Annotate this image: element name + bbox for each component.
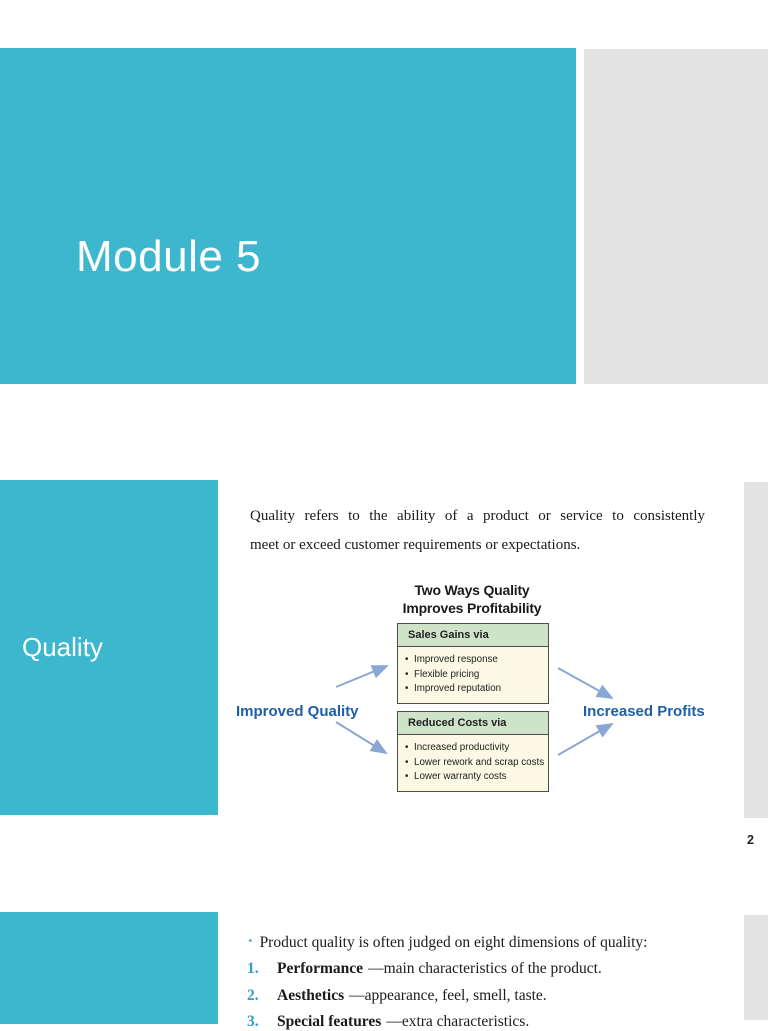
sales-gains-box: Sales Gains via • Improved response • Flex… — [397, 623, 549, 704]
list-item: • Increased productivity — [405, 741, 545, 756]
bullet-icon: • — [405, 742, 409, 753]
bullet-icon: • — [405, 668, 409, 680]
arrow-costs-to-profits — [557, 723, 614, 756]
item-description: —extra characteristics. — [386, 1013, 530, 1030]
increased-profits-label: Increased Profits — [583, 703, 705, 720]
diagram-title-line1: Two Ways Quality — [414, 582, 530, 598]
item-number: 2. — [247, 987, 259, 1004]
slide2-sidebar-title: Quality — [22, 632, 103, 662]
paragraph-line-2: meet or exceed customer requirements or … — [250, 537, 581, 553]
slide1-title: Module 5 — [76, 232, 262, 281]
dimension-item: 2. Aesthetics—appearance, feel, smell, ta… — [247, 987, 727, 1005]
dimension-item: 3. Special features—extra characteristics… — [247, 1013, 727, 1031]
bullet-text: Increased productivity — [414, 742, 510, 753]
bullet-text: Lower warranty costs — [414, 771, 507, 782]
list-item: • Lower rework and scrap costs — [405, 756, 545, 771]
bullet-text: Improved reputation — [414, 683, 502, 694]
bullet-text: Lower rework and scrap costs — [414, 756, 545, 768]
slide2-side-strip — [744, 482, 768, 818]
paragraph-line-1: Quality refers to the ability of a produ… — [250, 508, 705, 524]
arrow-quality-to-sales — [335, 665, 389, 688]
bullet-icon: • — [405, 756, 409, 768]
list-item: • Lower warranty costs — [405, 770, 545, 785]
reduced-costs-body: • Increased productivity • Lower rework an… — [398, 735, 548, 791]
improved-quality-label: Improved Quality — [236, 703, 359, 720]
item-description: —appearance, feel, smell, taste. — [349, 987, 547, 1004]
dimension-item: 1. Performance—main characteristics of th… — [247, 960, 727, 978]
bullet-text: Flexible pricing — [414, 668, 480, 680]
page-number: 2 — [747, 833, 754, 847]
dimensions-intro-line: • Product quality is often judged on eigh… — [248, 933, 718, 952]
diagram-arrows — [335, 665, 614, 756]
item-term: Aesthetics — [277, 987, 345, 1004]
arrow-sales-to-profits — [557, 667, 614, 699]
item-number: 3. — [247, 1013, 259, 1030]
bullet-icon: • — [405, 771, 409, 782]
arrow-quality-to-costs — [335, 721, 388, 755]
intro-text: Product quality is often judged on eight… — [259, 934, 648, 951]
diagram-title: Two Ways Quality Improves Profitability — [372, 581, 572, 617]
list-item: • Improved response — [405, 653, 545, 668]
reduced-costs-header: Reduced Costs via — [398, 712, 548, 735]
bullet-icon: • — [405, 654, 409, 665]
reduced-costs-box: Reduced Costs via • Increased productivit… — [397, 711, 549, 792]
slide1-title-block: Module 5 — [0, 48, 576, 384]
bullet-text: Improved response — [414, 654, 498, 665]
item-number: 1. — [247, 960, 259, 977]
item-description: —main characteristics of the product. — [368, 960, 602, 977]
bullet-icon: • — [248, 933, 253, 948]
diagram-title-line2: Improves Profitability — [402, 600, 542, 616]
list-item: • Flexible pricing — [405, 668, 545, 683]
slide1-side-panel — [584, 49, 768, 384]
item-term: Special features — [277, 1013, 382, 1030]
list-item: • Improved reputation — [405, 682, 545, 697]
quality-definition-paragraph: Quality refers to the ability of a produ… — [250, 502, 705, 560]
slide2-sidebar — [0, 480, 218, 815]
sales-gains-header: Sales Gains via — [398, 624, 548, 647]
slide3-side-strip — [744, 915, 768, 1020]
slide3-sidebar — [0, 912, 218, 1024]
bullet-icon: • — [405, 683, 409, 694]
sales-gains-body: • Improved response • Flexible pricing • Im… — [398, 647, 548, 703]
item-term: Performance — [277, 960, 364, 977]
